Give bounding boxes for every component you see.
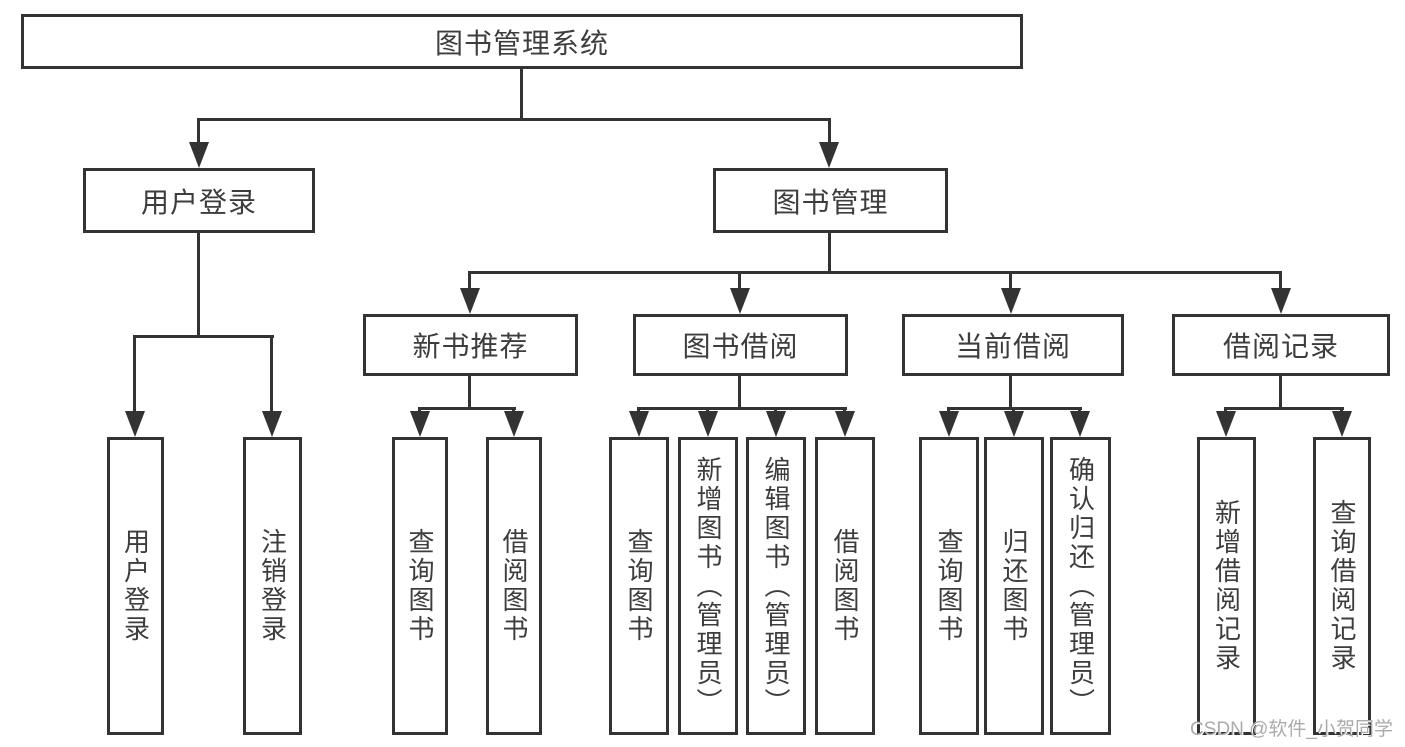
node-book-borrowing: 图书借阅 [633,314,848,376]
node-label: 用户登录 [120,528,151,644]
node-leaf-edit-books-admin: 编辑图书（管理员） [746,437,806,735]
node-leaf-query-books: 查询图书 [919,437,979,735]
connector-line [133,335,136,413]
connector-line [637,407,847,410]
arrow-down-icon [1271,288,1291,314]
csdn-watermark: CSDN @软件_小贺同学 [1190,719,1393,740]
node-leaf-borrow-books: 借阅图书 [486,437,542,735]
connector-line [418,407,516,410]
arrow-down-icon [1004,411,1024,437]
node-label: 当前借阅 [954,331,1071,362]
node-label: 查询图书 [624,528,654,644]
arrow-down-icon [1332,411,1352,437]
connector-line [828,118,831,144]
arrow-down-icon [766,411,786,437]
node-label: 归还图书 [999,528,1029,644]
connector-line [828,233,831,274]
node-label: 查询图书 [934,528,964,644]
connector-line [1279,376,1282,410]
arrow-down-icon [189,142,209,168]
arrow-down-icon [504,411,524,437]
node-label: 编辑图书（管理员） [761,455,791,717]
node-new-book-recommend: 新书推荐 [363,314,578,376]
connector-line [270,335,273,413]
connector-line [133,335,274,338]
node-label: 注销登录 [257,528,288,644]
node-label: 用户登录 [140,186,257,218]
node-label: 图书借阅 [682,331,799,362]
arrow-down-icon [460,288,480,314]
arrow-down-icon [835,411,855,437]
arrow-down-icon [939,411,959,437]
node-leaf-return-books: 归还图书 [984,437,1044,735]
arrow-down-icon [1216,411,1236,437]
node-user-login: 用户登录 [83,168,315,233]
connector-line [1009,271,1012,292]
arrow-down-icon [730,288,750,314]
arrow-down-icon [410,411,430,437]
arrow-down-icon [819,142,839,168]
node-label: 借阅记录 [1222,331,1339,362]
connector-line [520,69,523,121]
connector-line [468,271,1282,274]
node-leaf-add-borrow-record: 新增借阅记录 [1197,437,1256,735]
connector-line [197,118,200,144]
connector-line [468,376,471,410]
connector-line [1224,407,1344,410]
node-leaf-query-books: 查询图书 [392,437,448,735]
node-label: 查询借阅记录 [1327,499,1357,673]
arrow-down-icon [1001,288,1021,314]
node-library-management-system: 图书管理系统 [21,14,1023,69]
connector-line [738,271,741,292]
node-label: 查询图书 [405,528,435,644]
node-borrowing-records: 借阅记录 [1172,314,1390,376]
connector-line [738,376,741,410]
arrow-down-icon [1070,411,1090,437]
node-label: 新书推荐 [412,331,529,362]
node-label: 图书管理系统 [434,27,609,59]
node-leaf-query-borrow-record: 查询借阅记录 [1313,437,1371,735]
arrow-down-icon [698,411,718,437]
node-leaf-logout: 注销登录 [243,437,302,735]
connector-line [197,233,200,338]
node-leaf-query-books: 查询图书 [609,437,669,735]
node-leaf-user-login: 用户登录 [107,437,164,735]
node-label: 图书管理 [772,186,889,218]
arrow-down-icon [262,411,282,437]
node-label: 新增图书（管理员） [693,455,723,717]
node-label: 借阅图书 [499,528,529,644]
node-book-management: 图书管理 [713,168,948,233]
connector-line [468,271,471,292]
node-label: 新增借阅记录 [1211,499,1242,673]
node-label: 借阅图书 [830,528,860,644]
node-leaf-borrow-books: 借阅图书 [815,437,875,735]
arrow-down-icon [125,411,145,437]
arrow-down-icon [629,411,649,437]
connector-line [197,118,831,121]
node-label: 确认归还（管理员） [1065,455,1096,717]
node-current-borrowing: 当前借阅 [902,314,1124,376]
node-leaf-confirm-return-admin: 确认归还（管理员） [1050,437,1111,735]
connector-line [1009,376,1012,410]
connector-line [1279,271,1282,292]
node-leaf-add-books-admin: 新增图书（管理员） [678,437,738,735]
